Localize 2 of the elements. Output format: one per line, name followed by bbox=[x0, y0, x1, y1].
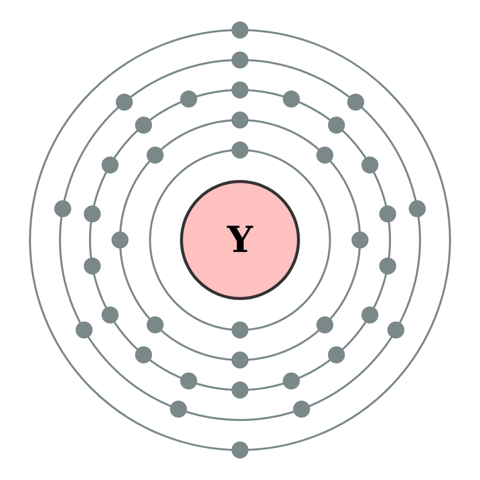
nucleus-circle bbox=[180, 180, 300, 300]
element-symbol: Y bbox=[227, 222, 253, 258]
